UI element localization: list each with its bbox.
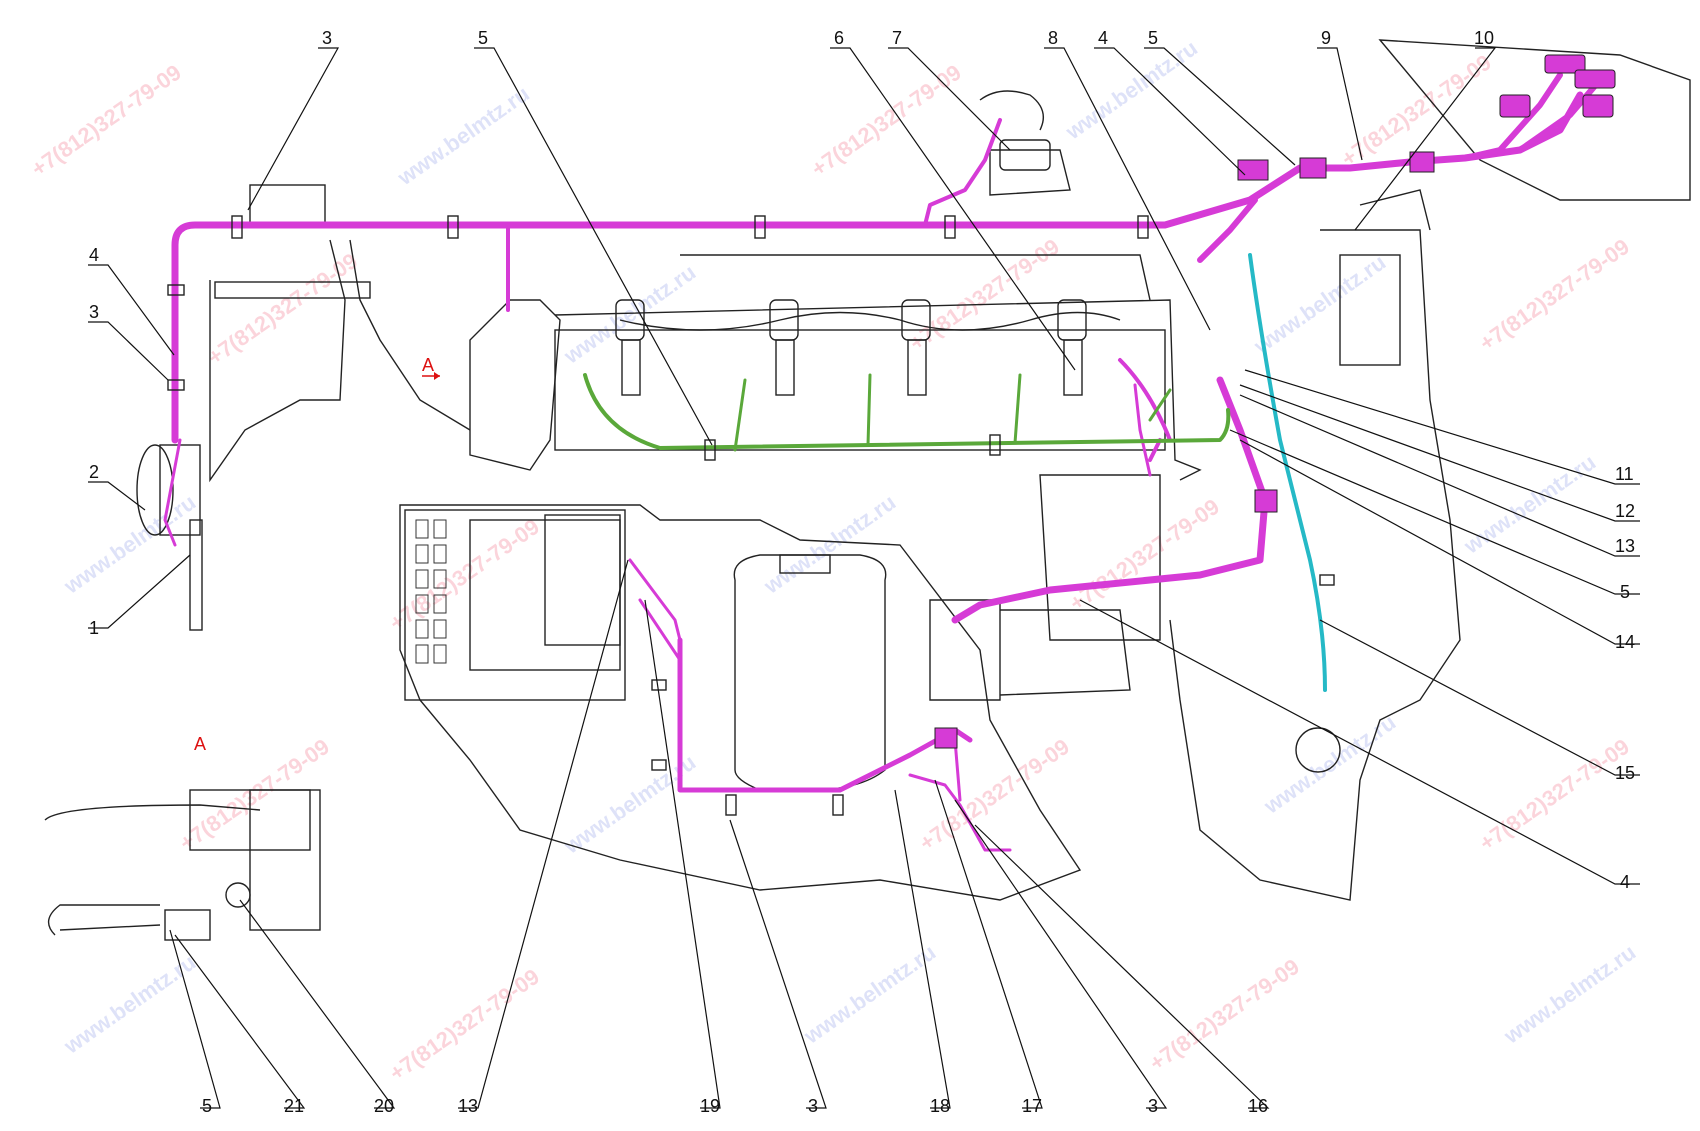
callout-15: 15 — [1615, 763, 1635, 783]
watermark-phone: +7(812)327-79-09 — [807, 60, 966, 182]
callout-12: 12 — [1615, 501, 1635, 521]
callout-5: 5 — [478, 28, 488, 48]
callout-16: 16 — [1248, 1096, 1268, 1116]
callout-6: 6 — [834, 28, 844, 48]
callout-18: 18 — [930, 1096, 950, 1116]
leader-lines — [88, 47, 1640, 1109]
callout-3: 3 — [1148, 1096, 1158, 1116]
watermark-phone: +7(812)327-79-09 — [1065, 494, 1224, 616]
watermark-site: www.belmtz.ru — [799, 939, 941, 1049]
watermark-phone: +7(812)327-79-09 — [27, 60, 186, 182]
watermark-phone: +7(812)327-79-09 — [1475, 734, 1634, 856]
callout-9: 9 — [1321, 28, 1331, 48]
callout-4: 4 — [89, 245, 99, 265]
green-harness — [583, 373, 1231, 452]
callout-4: 4 — [1620, 872, 1630, 892]
watermark-site: www.belmtz.ru — [59, 949, 201, 1059]
section-markers: A A — [194, 355, 440, 754]
watermark-phone: +7(812)327-79-09 — [915, 734, 1074, 856]
callout-20: 20 — [374, 1096, 394, 1116]
valve-cover-bolts — [615, 299, 1087, 341]
watermark-layer: +7(812)327-79-09 www.belmtz.ru +7(812)32… — [27, 35, 1641, 1086]
callout-13: 13 — [1615, 536, 1635, 556]
injectors — [621, 339, 1083, 396]
watermark-site: www.belmtz.ru — [1060, 35, 1202, 145]
cyan-wire — [1248, 253, 1327, 692]
callout-8: 8 — [1048, 28, 1058, 48]
callout-2: 2 — [89, 462, 99, 482]
callout-3: 3 — [322, 28, 332, 48]
section-arrow-label: A — [422, 355, 434, 375]
arrowhead-icon — [434, 372, 440, 380]
watermark-site: www.belmtz.ru — [1459, 449, 1601, 559]
callout-10: 10 — [1474, 28, 1494, 48]
callout-3: 3 — [89, 302, 99, 322]
callout-13: 13 — [458, 1096, 478, 1116]
watermark-phone: +7(812)327-79-09 — [385, 514, 544, 636]
callout-17: 17 — [1022, 1096, 1042, 1116]
callout-19: 19 — [700, 1096, 720, 1116]
engine-drawing — [44, 39, 1691, 941]
watermark-phone: +7(812)327-79-09 — [1145, 954, 1304, 1076]
callout-11: 11 — [1615, 464, 1634, 484]
callout-3: 3 — [808, 1096, 818, 1116]
callout-21: 21 — [284, 1096, 304, 1116]
callout-1: 1 — [89, 618, 99, 638]
watermark-phone: +7(812)327-79-09 — [1475, 234, 1634, 356]
callout-5: 5 — [202, 1096, 212, 1116]
watermark-site: www.belmtz.ru — [1249, 249, 1391, 359]
watermark-phone: +7(812)327-79-09 — [203, 248, 362, 370]
callout-5: 5 — [1148, 28, 1158, 48]
callout-5: 5 — [1620, 582, 1630, 602]
callout-4: 4 — [1098, 28, 1108, 48]
callout-7: 7 — [892, 28, 902, 48]
watermark-phone: +7(812)327-79-09 — [385, 964, 544, 1086]
watermark-site: www.belmtz.ru — [1259, 709, 1401, 819]
view-a-label: A — [194, 734, 206, 754]
watermark-site: www.belmtz.ru — [392, 81, 534, 191]
harness-clips — [167, 215, 1335, 816]
watermark-site: www.belmtz.ru — [59, 489, 201, 599]
callout-14: 14 — [1615, 632, 1635, 652]
callout-labels: 3 5 6 7 8 4 5 9 10 4 3 2 1 11 12 13 5 14… — [89, 28, 1635, 1116]
vent-slots — [415, 519, 447, 664]
watermark-site: www.belmtz.ru — [1499, 939, 1641, 1049]
